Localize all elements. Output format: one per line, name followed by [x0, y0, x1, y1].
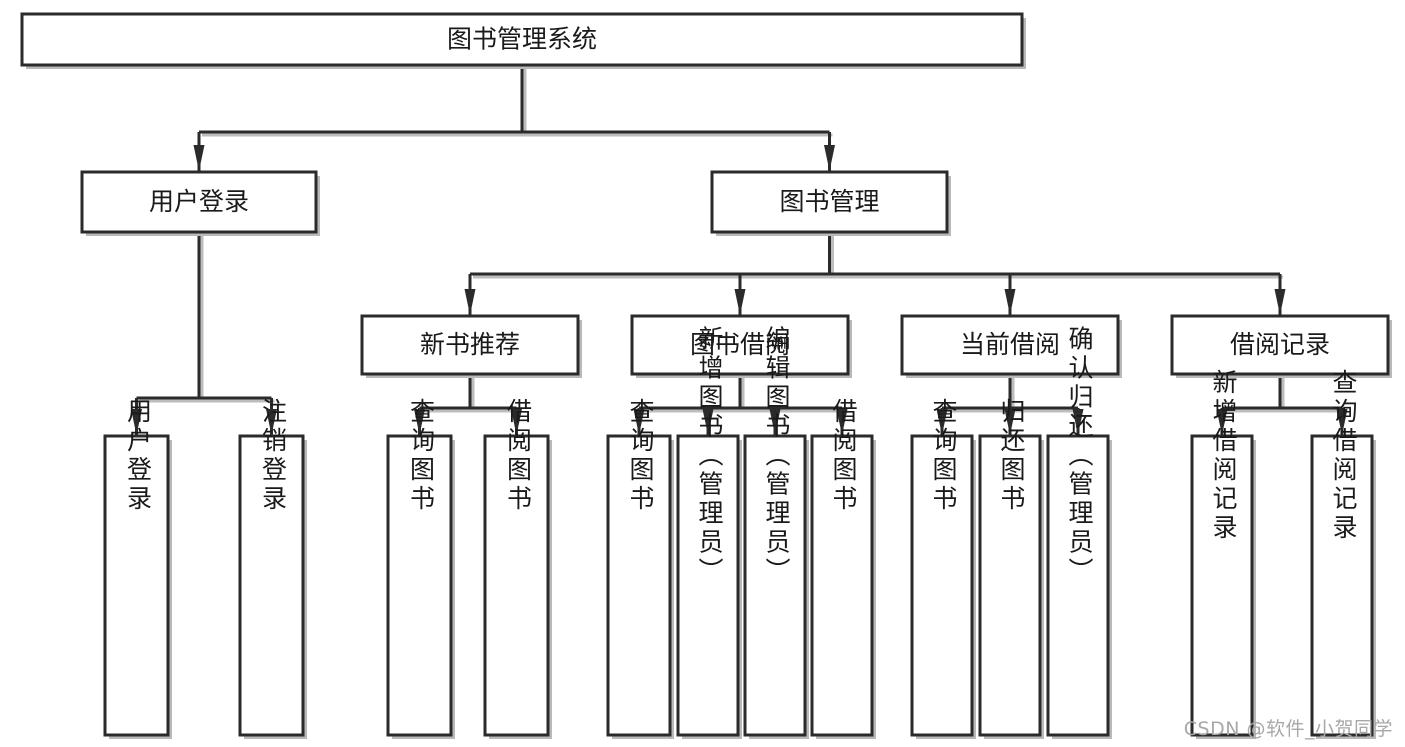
node-leaf-borrow-book[interactable]: 借阅图书: [810, 398, 876, 739]
connector-new-book-recommend-to-leaves: [414, 374, 522, 436]
node-label: 图书管理: [779, 187, 879, 216]
node-layer: 图书管理系统用户登录图书管理新书推荐图书借阅当前借阅借阅记录用户登录注销登录查询…: [20, 12, 1392, 740]
node-leaf-borrow-book-recommend[interactable]: 借阅图书: [483, 398, 552, 739]
node-label: 借阅图书: [504, 398, 533, 514]
arrow-head-icon: [511, 409, 522, 435]
node-label: 新书推荐: [420, 330, 520, 359]
watermark-text: CSDN @软件_小贺同学: [1183, 718, 1393, 740]
node-label: 查询图书: [407, 398, 436, 514]
connector-book-manage-to-level3: [464, 232, 1286, 316]
node-leaf-query-book-current[interactable]: 查询图书: [910, 398, 976, 739]
node-user-login[interactable]: 用户登录: [80, 170, 320, 236]
arrow-head-icon: [734, 289, 746, 315]
arrow-head-icon: [266, 409, 277, 435]
node-new-book-recommend[interactable]: 新书推荐: [360, 314, 582, 378]
node-label: 新增借阅记录: [1209, 369, 1238, 543]
node-label: 借阅记录: [1230, 330, 1330, 359]
arrow-head-icon: [1004, 289, 1016, 315]
node-label: 注销登录: [259, 398, 288, 514]
arrow-head-icon: [1072, 409, 1084, 435]
edge-layer: [131, 65, 1348, 436]
connector-borrow-record-to-leaves: [1216, 374, 1348, 436]
arrow-head-icon: [1004, 409, 1016, 435]
node-leaf-query-borrow-record[interactable]: 查询借阅记录: [1310, 369, 1376, 739]
arrow-head-icon: [414, 409, 425, 435]
node-label: 图书借阅: [690, 330, 790, 359]
connector-root-to-level2: [193, 65, 835, 172]
node-current-borrow[interactable]: 当前借阅: [900, 314, 1122, 378]
node-label: 图书管理系统: [447, 25, 597, 54]
arrow-head-icon: [464, 289, 476, 315]
node-leaf-add-borrow-record[interactable]: 新增借阅记录: [1190, 369, 1256, 739]
node-label: 新增图书（管理员）: [695, 326, 724, 587]
arrow-head-icon: [936, 409, 948, 435]
arrow-head-icon: [1336, 409, 1348, 435]
connector-book-borrow-to-leaves: [633, 374, 848, 436]
arrow-head-icon: [1274, 289, 1286, 315]
node-leaf-return-book[interactable]: 归还图书: [978, 398, 1044, 739]
arrow-head-icon: [824, 145, 835, 171]
node-label: 当前借阅: [960, 330, 1060, 359]
node-leaf-add-book-admin[interactable]: 新增图书（管理员）: [676, 326, 742, 740]
node-label: 查询图书: [929, 398, 958, 514]
node-leaf-query-book-borrow[interactable]: 查询图书: [606, 398, 674, 739]
node-book-borrow[interactable]: 图书借阅: [630, 314, 852, 378]
arrow-head-icon: [633, 409, 645, 435]
node-label: 归还图书: [997, 398, 1026, 514]
node-leaf-query-book-recommend[interactable]: 查询图书: [386, 398, 455, 739]
arrow-head-icon: [131, 409, 142, 435]
node-label: 编辑图书（管理员）: [762, 326, 791, 587]
node-leaf-logout[interactable]: 注销登录: [238, 398, 307, 739]
node-label: 查询借阅记录: [1329, 369, 1358, 543]
node-label: 用户登录: [149, 187, 249, 216]
node-label: 借阅图书: [829, 398, 858, 514]
arrow-head-icon: [836, 409, 848, 435]
node-label: 查询图书: [626, 398, 655, 514]
connector-user-login-to-leaves: [131, 232, 277, 436]
node-leaf-user-login[interactable]: 用户登录: [103, 398, 172, 739]
arrow-head-icon: [769, 409, 781, 435]
arrow-head-icon: [702, 409, 714, 435]
connector-current-borrow-to-leaves: [936, 374, 1084, 436]
node-label: 确认归还（管理员）: [1065, 326, 1094, 587]
node-root[interactable]: 图书管理系统: [20, 12, 1026, 69]
node-label: 用户登录: [124, 398, 153, 514]
node-borrow-record[interactable]: 借阅记录: [1170, 314, 1392, 378]
node-leaf-confirm-return-admin[interactable]: 确认归还（管理员）: [1046, 326, 1112, 740]
node-leaf-edit-book-admin[interactable]: 编辑图书（管理员）: [743, 326, 809, 740]
arrow-head-icon: [193, 145, 205, 171]
node-book-manage[interactable]: 图书管理: [710, 170, 951, 236]
arrow-head-icon: [1216, 409, 1228, 435]
